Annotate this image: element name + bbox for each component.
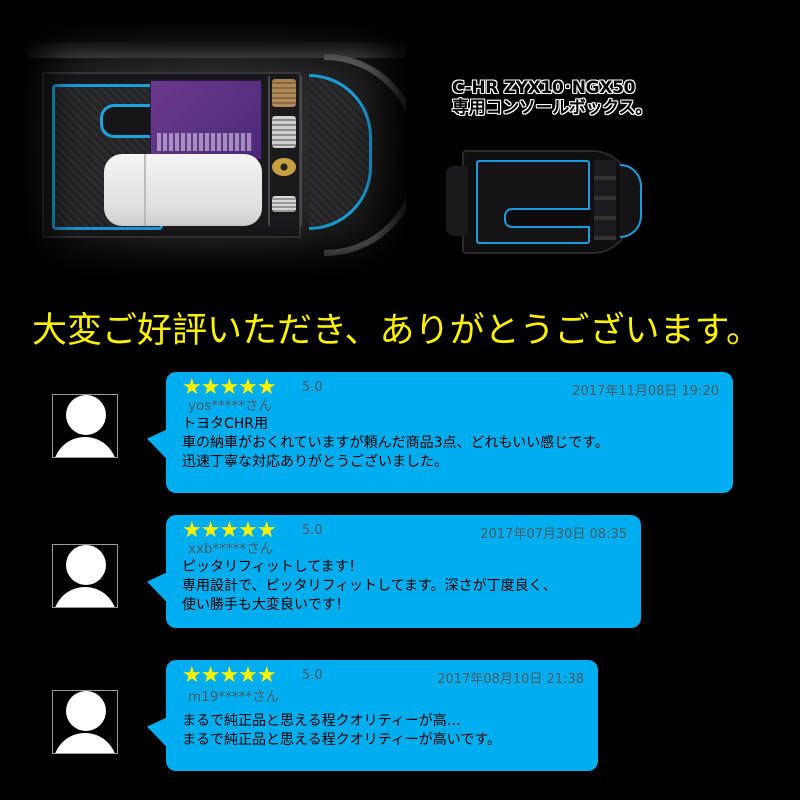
speech-tail: [147, 429, 167, 469]
iqos-device: [104, 154, 262, 226]
star-rating-icon: ★★★★★: [182, 518, 277, 543]
product-installed-photo: [24, 24, 406, 274]
avatar-icon: [52, 394, 118, 458]
reviewer-name: m19*****さん: [188, 689, 280, 705]
product-caption: C-HR ZYX10･NGX50 専用コンソールボックス。: [452, 78, 652, 118]
review-text-line: 専用設計で、ピッタリフィットしてます。深さが丁度良く、: [182, 578, 557, 594]
avatar-head: [66, 395, 106, 435]
coin-stack: [272, 79, 296, 107]
review-text-line: まるで純正品と思える程クオリティーが高…: [182, 713, 461, 729]
review-card: ★★★★★ 5.0 2017年08月10日 21:38 m19*****さん ま…: [147, 660, 598, 771]
review-score: 5.0: [302, 380, 323, 395]
review-text-line: トヨタCHR用: [182, 416, 269, 432]
review-text-line: まるで純正品と思える程クオリティーが高いです。: [182, 732, 501, 748]
review-date: 2017年08月10日 21:38: [437, 672, 584, 687]
review-card: ★★★★★ 5.0 2017年07月30日 08:35 xxb*****さん ピ…: [147, 515, 641, 628]
caption-description: 専用コンソールボックス。: [452, 98, 652, 118]
avatar-icon: [52, 690, 118, 754]
speech-tail: [147, 572, 167, 612]
star-rating-icon: ★★★★★: [182, 375, 277, 400]
avatar-head: [66, 691, 106, 731]
review-text-line: 使い勝手も大変良いです！: [182, 597, 350, 613]
avatar-torso: [53, 437, 117, 457]
avatar-icon: [52, 544, 118, 608]
review-score: 5.0: [302, 523, 323, 538]
console-box-coin-cells: [594, 160, 616, 240]
speech-tail: [147, 717, 167, 757]
review-card: ★★★★★ 5.0 2017年11月08日 19:20 yos*****さん ト…: [147, 372, 733, 493]
reviewer-name: xxb*****さん: [188, 541, 274, 557]
review-text-line: 迅速丁寧な対応ありがとうございました。: [182, 454, 448, 470]
review-date: 2017年11月08日 19:20: [572, 384, 719, 399]
pen-slot: [100, 104, 155, 138]
console-box-mat: [476, 160, 590, 244]
console-rail: [28, 42, 406, 58]
product-render: [444, 150, 654, 255]
thank-you-headline: 大変ご好評いただき、ありがとうございます。: [32, 311, 762, 351]
coin-stack: [272, 158, 296, 176]
photo-vignette: [24, 24, 406, 274]
caption-model: C-HR ZYX10･NGX50: [452, 78, 636, 98]
avatar-torso: [53, 587, 117, 607]
review-score: 5.0: [302, 668, 323, 683]
coin-stack: [272, 196, 296, 212]
reviewer-name: yos*****さん: [188, 398, 273, 414]
coin-holder: [268, 76, 302, 226]
avatar-torso: [53, 733, 117, 753]
review-text-line: 車の納車がおくれていますが頼んだ商品3点、どれもいい感じです。: [182, 435, 609, 451]
console-box-lip: [446, 166, 468, 236]
console-box-half-moon: [620, 164, 642, 238]
avatar-head: [66, 545, 106, 585]
star-rating-icon: ★★★★★: [182, 663, 277, 688]
review-date: 2017年07月30日 08:35: [480, 527, 627, 542]
coin-stack: [272, 116, 296, 148]
console-box-slot: [504, 208, 590, 228]
review-text-line: ピッタリフィットしてます！: [182, 559, 363, 575]
